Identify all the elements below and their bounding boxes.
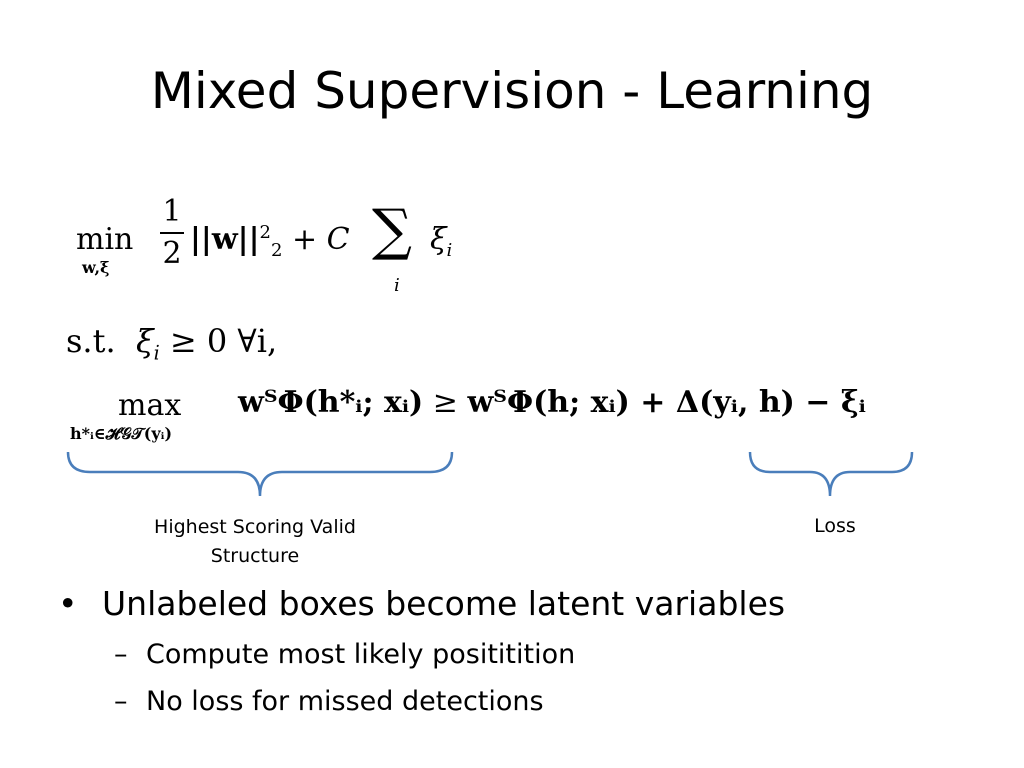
plus-c: + C [291, 222, 350, 257]
sum-index: i [394, 275, 400, 296]
right-brace [748, 451, 914, 497]
norm-power: 2 [259, 222, 271, 243]
fraction-denominator: 2 [162, 236, 182, 271]
bullet-text: Unlabeled boxes become latent variables [102, 584, 786, 623]
geq-symbol: ≥ [432, 385, 458, 420]
norm-term: ||w||22 + C [190, 222, 350, 261]
rhs-score: wᵀΦ(h; xᵢ) + Δ(yᵢ, h) − ξᵢ [467, 385, 866, 420]
subject-to: s.t. [66, 322, 116, 360]
min-subscript: w,ξ [82, 258, 110, 277]
left-brace-path [66, 451, 454, 497]
left-brace [66, 451, 454, 497]
constraint-rest: ≥ 0 ∀i, [169, 322, 278, 360]
one-half-fraction: 1 2 [160, 194, 184, 272]
fraction-numerator: 1 [162, 194, 182, 229]
xi-index: i [153, 341, 160, 365]
sub-bullet-text: No loss for missed detections [146, 686, 544, 717]
constraint-equation: s.t. ξi ≥ 0 ∀i, [66, 322, 277, 364]
fraction-bar [160, 232, 184, 234]
slide-title: Mixed Supervision - Learning [150, 62, 874, 120]
norm-index: 2 [270, 240, 283, 261]
bullet-item: • Unlabeled boxes become latent variable… [58, 584, 785, 623]
highest-scoring-label: Highest Scoring Valid Structure [154, 516, 356, 568]
max-subscript: h*ᵢ∈𝓗𝒢𝒯(yᵢ) [70, 424, 173, 443]
sub-bullet-dash: – [114, 686, 128, 717]
slack-symbol: ξ [430, 222, 447, 257]
sub-bullet-item: – No loss for missed detections [114, 686, 785, 717]
slack-index: i [446, 240, 453, 261]
max-operator: max [118, 388, 182, 423]
constraint-body: wᵀΦ(h*ᵢ; xᵢ) ≥ wᵀΦ(h; xᵢ) + Δ(yᵢ, h) − ξ… [238, 385, 866, 420]
xi-symbol: ξ [135, 322, 154, 360]
lhs-score: wᵀΦ(h*ᵢ; xᵢ) [238, 385, 424, 420]
sum-symbol: ∑ [372, 198, 412, 263]
min-operator: min [76, 222, 134, 257]
loss-label: Loss [814, 515, 856, 537]
slack-term: ξi [430, 222, 452, 261]
sub-bullet-item: – Compute most likely posititition [114, 639, 785, 670]
bullet-dot: • [58, 584, 78, 623]
right-brace-path [748, 451, 914, 497]
bullet-list: • Unlabeled boxes become latent variable… [58, 584, 785, 717]
sub-bullet-text: Compute most likely posititition [146, 639, 576, 670]
weight-norm: ||w|| [190, 222, 260, 257]
sub-bullet-dash: – [114, 639, 128, 670]
